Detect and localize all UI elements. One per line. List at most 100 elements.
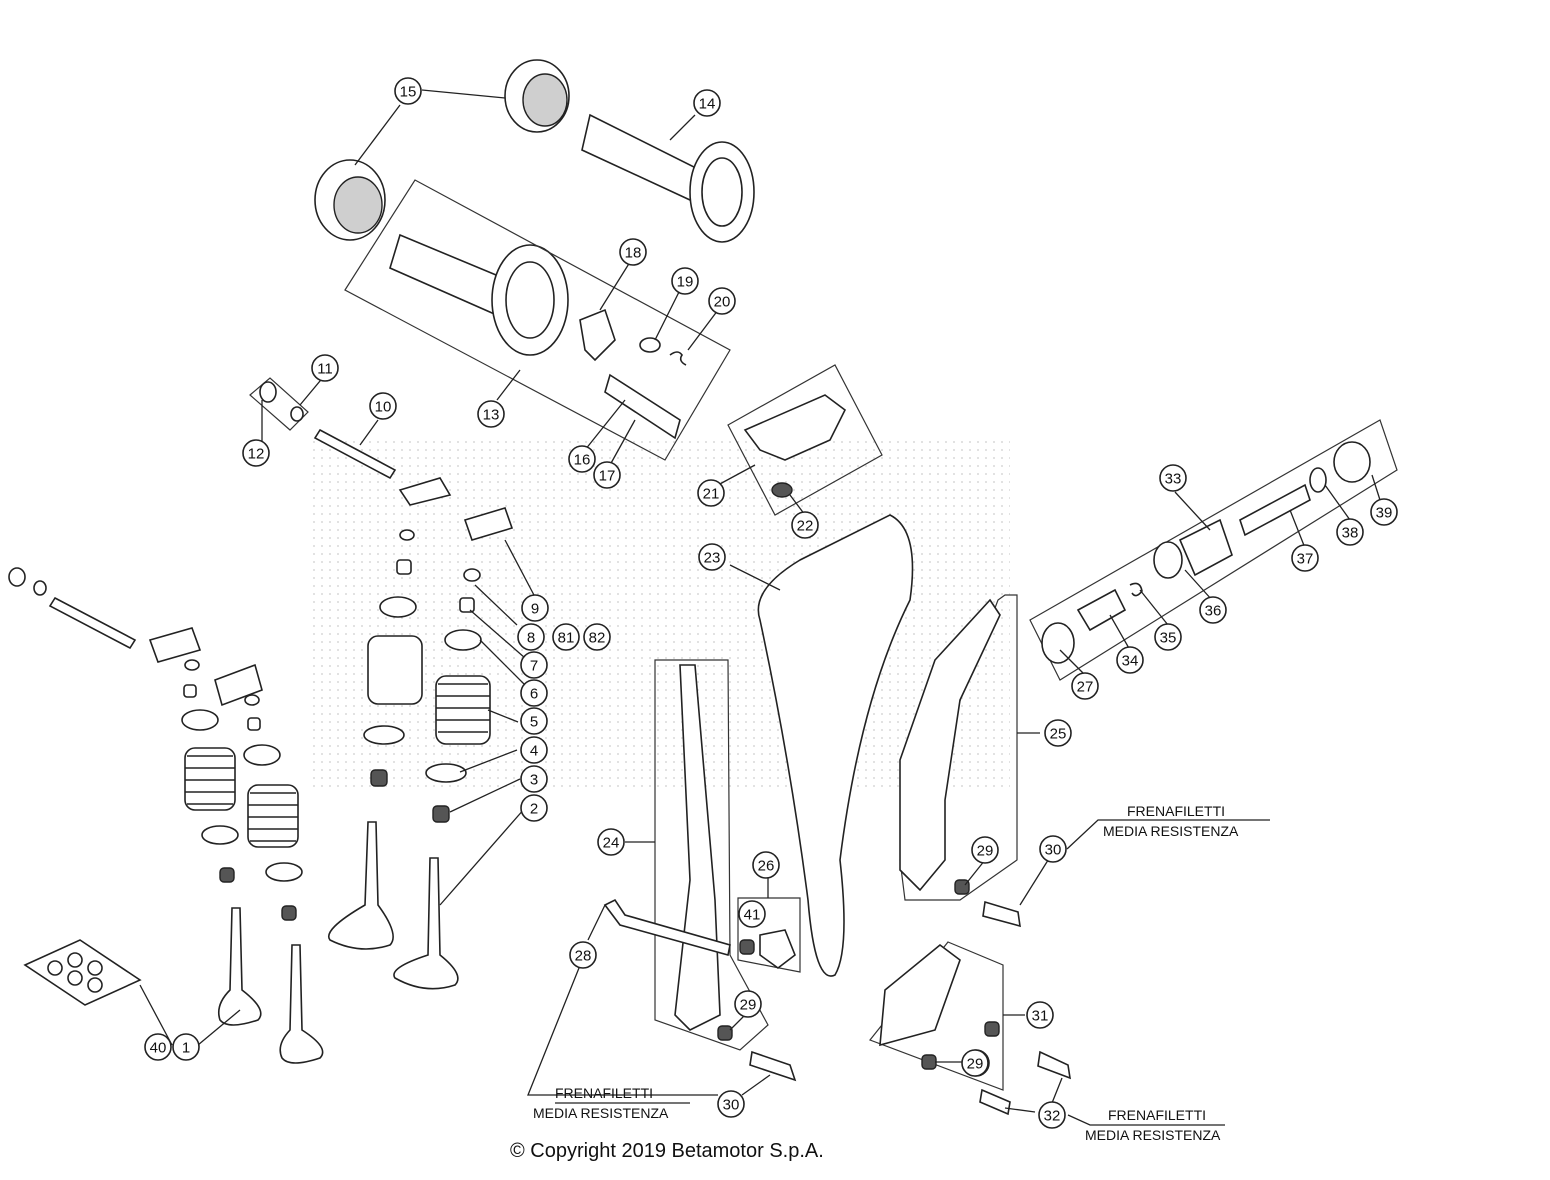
callout-26: 26: [752, 851, 780, 879]
callout-number: 38: [1342, 525, 1359, 542]
callout-21: 21: [697, 479, 725, 507]
callout-number: 36: [1205, 603, 1222, 620]
callout-4: 4: [520, 736, 548, 764]
callout-number: 14: [699, 96, 716, 113]
camshaft-intake: [314, 159, 569, 356]
callout-9: 9: [521, 594, 549, 622]
callout-30: 30: [717, 1090, 745, 1118]
callout-number: 2: [530, 801, 538, 818]
callout-number: 32: [1044, 1108, 1061, 1125]
callout-number: 29: [740, 997, 757, 1014]
callout-29: 29: [961, 1049, 989, 1077]
callout-number: 6: [530, 686, 538, 703]
callout-number: 29: [977, 843, 994, 860]
callout-number: 18: [625, 245, 642, 262]
chain-pad: [743, 394, 847, 498]
callout-number: 33: [1165, 471, 1182, 488]
callout-number: 28: [575, 948, 592, 965]
callout-number: 8: [527, 630, 535, 647]
decompressor-parts: [579, 308, 687, 440]
callout-number: 4: [530, 743, 538, 760]
callout-number: 16: [574, 452, 591, 469]
callout-number: 10: [375, 399, 392, 416]
callout-7: 7: [520, 651, 548, 679]
callout-12: 12: [242, 439, 270, 467]
callout-19: 19: [671, 267, 699, 295]
chain-guide-right: [899, 598, 1021, 928]
callout-2: 2: [520, 794, 548, 822]
callout-number: 40: [150, 1040, 167, 1057]
callout-24: 24: [597, 828, 625, 856]
callout-number: 37: [1297, 551, 1314, 568]
callout-30: 30: [1039, 835, 1067, 863]
callout-8: 8: [517, 623, 545, 651]
callout-number: 17: [599, 468, 616, 485]
callout-number: 27: [1077, 679, 1094, 696]
rocker-shaft-assembly-left: [8, 567, 263, 707]
callout-number: 82: [589, 630, 606, 647]
callout-32: 32: [1038, 1101, 1066, 1129]
callout-27: 27: [1071, 672, 1099, 700]
callout-35: 35: [1154, 623, 1182, 651]
lower-guide: [879, 943, 1071, 1116]
callout-25: 25: [1044, 719, 1072, 747]
note-line2: MEDIA RESISTENZA: [533, 1105, 669, 1121]
callout-number: 21: [703, 486, 720, 503]
chain-tensioner-pad-box: [727, 364, 883, 516]
threadlocker-note-2: FRENAFILETTI MEDIA RESISTENZA: [533, 1085, 669, 1121]
note-line1: FRENAFILETTI: [1108, 1107, 1206, 1123]
callout-number: 1: [182, 1040, 190, 1057]
callout-6: 6: [520, 679, 548, 707]
callout-14: 14: [693, 89, 721, 117]
callout-number: 30: [723, 1097, 740, 1114]
callout-number: 24: [603, 835, 620, 852]
callout-number: 15: [400, 84, 417, 101]
callout-15: 15: [394, 77, 422, 105]
hydraulic-tensioner: [1041, 441, 1371, 664]
callout-number: 7: [530, 658, 538, 675]
callout-81: 81: [552, 623, 580, 651]
callout-33: 33: [1159, 464, 1187, 492]
tensioner-box: [737, 897, 801, 973]
valve-train-center: [328, 529, 491, 990]
callout-17: 17: [593, 461, 621, 489]
callout-number: 11: [317, 361, 333, 378]
callout-number: 9: [531, 601, 539, 618]
callout-22: 22: [791, 511, 819, 539]
callout-number: 30: [1045, 842, 1062, 859]
callout-18: 18: [619, 238, 647, 266]
note-line2: MEDIA RESISTENZA: [1103, 823, 1239, 839]
callout-number: 13: [483, 407, 500, 424]
note-line2: MEDIA RESISTENZA: [1085, 1127, 1221, 1143]
callout-16: 16: [568, 445, 596, 473]
threadlocker-note-1: FRENAFILETTI MEDIA RESISTENZA: [1103, 803, 1239, 839]
callout-28: 28: [569, 941, 597, 969]
callout-36: 36: [1199, 596, 1227, 624]
copyright-text: © Copyright 2019 Betamotor S.p.A.: [510, 1140, 824, 1162]
callout-number: 39: [1376, 505, 1393, 522]
callout-number: 81: [558, 630, 575, 647]
rocker-shaft-assembly: [249, 377, 514, 541]
leader-lines: [139, 89, 1381, 1126]
callout-82: 82: [583, 623, 611, 651]
callout-11: 11: [311, 354, 339, 382]
callout-20: 20: [708, 287, 736, 315]
callout-number: 5: [530, 714, 538, 731]
callout-number: 25: [1050, 726, 1067, 743]
camshaft-exhaust: [504, 59, 755, 243]
callout-10: 10: [369, 392, 397, 420]
callout-37: 37: [1291, 544, 1319, 572]
callout-number: 31: [1032, 1008, 1049, 1025]
callout-1: 1: [172, 1033, 200, 1061]
camshaft-group-box: [344, 179, 731, 461]
note-line1: FRENAFILETTI: [1127, 803, 1225, 819]
small-tensioner: [739, 929, 796, 969]
guide-bolts: [603, 898, 797, 1082]
callout-number: 26: [758, 858, 775, 875]
callout-23: 23: [698, 543, 726, 571]
callout-number: 20: [714, 294, 731, 311]
callout-34: 34: [1116, 646, 1144, 674]
callout-number: 3: [530, 772, 538, 789]
callout-number: 34: [1122, 653, 1139, 670]
